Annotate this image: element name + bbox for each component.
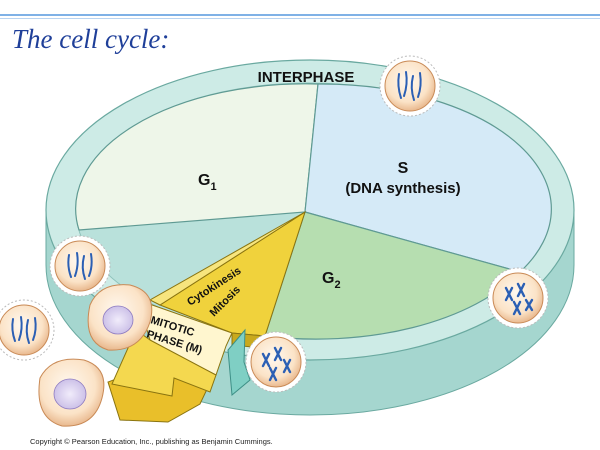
cell-interphase-icon <box>0 299 55 361</box>
cell-dividing-icon <box>487 267 549 329</box>
cell-interphase-icon <box>379 55 441 117</box>
top-rule <box>0 14 600 16</box>
cell-interphase-icon <box>49 235 111 297</box>
copyright-notice: Copyright © Pearson Education, Inc., pub… <box>30 437 273 446</box>
s-label: S <box>398 160 409 177</box>
chromosome-icon <box>397 71 422 101</box>
top-rule-thin <box>0 18 600 19</box>
s-detail-label: (DNA synthesis) <box>345 180 460 197</box>
daughter-cell-icon <box>87 284 153 351</box>
g1-label: G1 <box>198 172 217 193</box>
cell-dividing-icon <box>245 331 307 393</box>
mitotic-phase-arrow <box>107 299 233 423</box>
daughter-cell-icon <box>38 358 105 427</box>
interphase-label: INTERPHASE <box>258 69 355 86</box>
g2-label: G2 <box>322 270 341 291</box>
slide-title: The cell cycle: <box>12 24 170 54</box>
g2-entry-arrow <box>227 328 251 396</box>
g1-slice <box>75 83 319 231</box>
